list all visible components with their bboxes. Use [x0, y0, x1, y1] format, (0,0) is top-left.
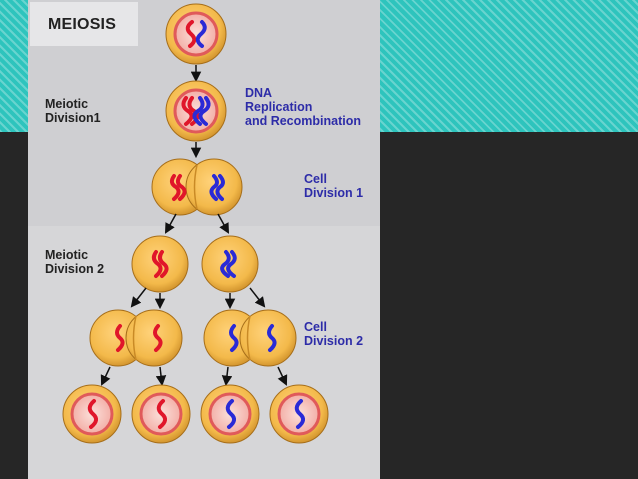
arrow-right-daughter [217, 213, 230, 234]
chromosome-pair-red [169, 174, 187, 201]
arrow-blue-right [249, 287, 266, 308]
arrow-left-daughter [164, 213, 177, 234]
gamete-4 [269, 384, 329, 444]
label-meiotic-division-1: Meiotic Division1 [45, 97, 101, 125]
meiosis-diagram-svg [62, 3, 329, 444]
cell-dividing-1 [151, 158, 243, 216]
diagram-title: MEIOSIS [48, 16, 117, 33]
chromosome-red [185, 20, 197, 48]
meiosis-diagram-panel: MEIOSIS Meiotic Division1 DNA Replicatio… [28, 0, 380, 479]
label-cell-division-2: Cell Division 2 [304, 320, 364, 348]
chromosome-pair-blue [209, 174, 225, 201]
chromosome-pair-blue [192, 96, 211, 126]
label-cell-division-1: Cell Division 1 [304, 172, 364, 200]
title-box [30, 2, 138, 46]
label-meiotic-division-2: Meiotic Division 2 [45, 248, 105, 276]
gamete-3 [200, 384, 260, 444]
cell-dividing-2-red [89, 309, 183, 367]
daughter-cell-red [131, 235, 189, 293]
gamete-1 [62, 384, 122, 444]
cell-replicated [165, 80, 227, 142]
arrow-red-left [130, 287, 147, 308]
arrow-final-3 [221, 366, 233, 387]
arrow-final-2 [155, 366, 167, 387]
arrow-final-4 [277, 366, 288, 386]
daughter-cell-blue [201, 235, 259, 293]
label-dna-replication: DNA Replication and Recombination [245, 86, 361, 128]
cell-dividing-2-blue [203, 309, 297, 367]
chromosome-blue [195, 20, 207, 48]
cell-original [165, 3, 227, 65]
gamete-2 [131, 384, 191, 444]
arrow-final-1 [100, 366, 111, 386]
